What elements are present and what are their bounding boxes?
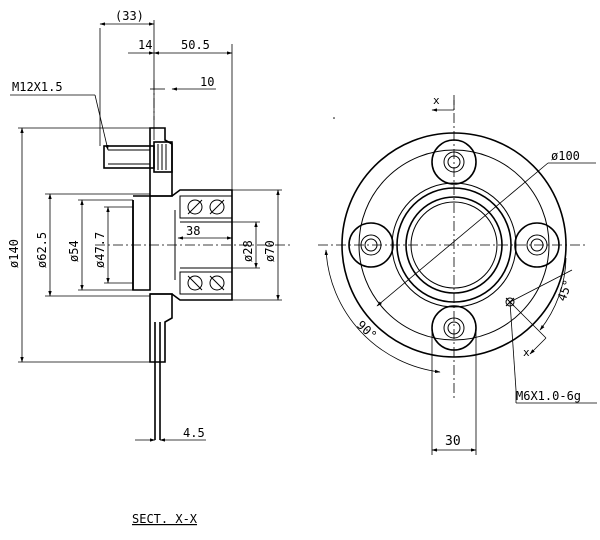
section-x-bottom: x: [523, 346, 530, 359]
dim-phi140: ø140: [7, 239, 21, 268]
thread-leader: [94, 94, 109, 151]
thread-m12: M12X1.5: [12, 80, 63, 94]
bearing-lower: [179, 271, 233, 295]
dim-38: 38: [186, 224, 200, 238]
hub-body: [132, 189, 233, 301]
dim-45-arc: [539, 257, 567, 331]
dim-33: (33): [115, 9, 144, 23]
flange-outline-lower: [149, 293, 173, 363]
dim-phi28: ø28: [241, 240, 255, 262]
hub-rings: [391, 182, 517, 308]
thread-m6: M6X1.0-6g: [516, 389, 581, 403]
dim-phi62_5: ø62.5: [35, 232, 49, 268]
dim-10: 10: [200, 75, 214, 89]
section-line-bottom: [509, 301, 547, 339]
dim-phi47_7: ø47.7: [93, 232, 107, 268]
dim-14: 14: [138, 38, 152, 52]
wheel-stud: [103, 141, 173, 173]
side-section-view: (33) 14 50.5 10 M12X1.5 ø140 ø62.5 ø54: [7, 9, 290, 442]
front-view: x x ø100 45° 90° M6X1.0-6g 30: [318, 94, 597, 455]
dim-4_5: 4.5: [183, 426, 205, 440]
dim-90: 90°: [354, 318, 379, 343]
m6-leader: [509, 301, 517, 391]
dim-50_5: 50.5: [181, 38, 210, 52]
disk-plate: [154, 322, 161, 440]
section-arrow-bottom: [529, 337, 547, 355]
phi100-leader: [376, 162, 549, 307]
dim-30: 30: [445, 434, 461, 449]
dim-phi54: ø54: [67, 240, 81, 262]
section-label: SECT. X-X: [132, 512, 198, 526]
bearing-upper: [179, 195, 233, 219]
section-x-top: x: [433, 94, 440, 107]
dim-90-arc: [324, 249, 441, 374]
dim-phi70: ø70: [263, 240, 277, 262]
dim-phi100: ø100: [551, 149, 580, 163]
dim-45: 45°: [555, 278, 576, 303]
